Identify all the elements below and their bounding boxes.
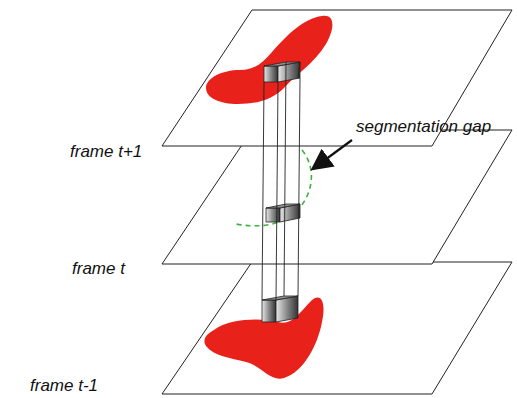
frame-label: frame t (72, 260, 125, 279)
tube-lines (262, 62, 300, 300)
frame-plane (162, 262, 512, 394)
frame-label: frame t-1 (30, 377, 98, 396)
frame-label: frame t+1 (70, 143, 142, 162)
gap-contour (236, 150, 311, 226)
callout-label: segmentation gap (356, 118, 491, 137)
pointer-arrow (314, 140, 352, 168)
frame-plane (162, 10, 512, 146)
object-blob (206, 16, 332, 104)
object-blob (204, 297, 323, 378)
frame-plane (162, 130, 512, 264)
